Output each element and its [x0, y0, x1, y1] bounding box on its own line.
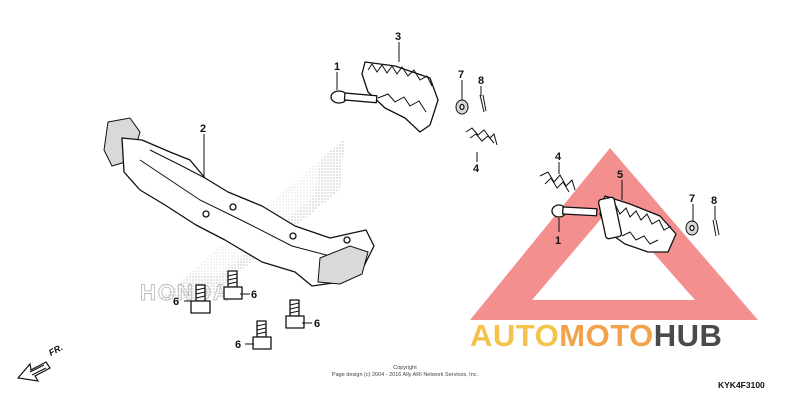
diagram-code: KYK4F3100 [718, 380, 765, 390]
watermark-moto: MOTO [559, 318, 654, 353]
callout-8-top: 8 [478, 75, 484, 87]
copyright-title: Copyright [393, 365, 417, 371]
callout-8-right: 8 [711, 195, 717, 207]
watermark-auto: AUTO [470, 318, 560, 353]
callout-4-top: 4 [473, 163, 480, 175]
callout-2: 2 [200, 123, 206, 135]
bolts-part-6 [190, 270, 305, 350]
bolt-c [285, 299, 305, 329]
step-bar-part-2 [103, 117, 375, 287]
bolt-a [190, 284, 211, 314]
callout-6-b: 6 [251, 289, 257, 301]
copyright-text: Page design (c) 2004 - 2016 Ally ARI Net… [331, 372, 479, 378]
footpeg-right [539, 171, 720, 253]
callout-1-right: 1 [555, 235, 561, 247]
footpeg-upper [330, 61, 498, 146]
callout-6-d: 6 [235, 339, 241, 351]
callout-7-right: 7 [689, 193, 695, 205]
callout-6-a: 6 [173, 296, 179, 308]
callout-4-right: 4 [555, 151, 562, 163]
callout-5: 5 [617, 169, 623, 181]
watermark-logo-text: AUTO MOTO HUB [470, 318, 722, 354]
watermark-hub: HUB [653, 318, 723, 353]
callout-7-top: 7 [458, 69, 464, 81]
bolt-d [252, 320, 272, 350]
callout-3: 3 [395, 31, 401, 43]
callout-1-top: 1 [334, 61, 340, 73]
callouts: 1 3 7 8 4 2 4 5 7 8 1 6 6 6 6 [173, 31, 717, 351]
bolt-b [223, 270, 243, 300]
leader-lines [184, 42, 716, 345]
front-arrow-icon [16, 361, 51, 382]
callout-6-c: 6 [314, 318, 320, 330]
